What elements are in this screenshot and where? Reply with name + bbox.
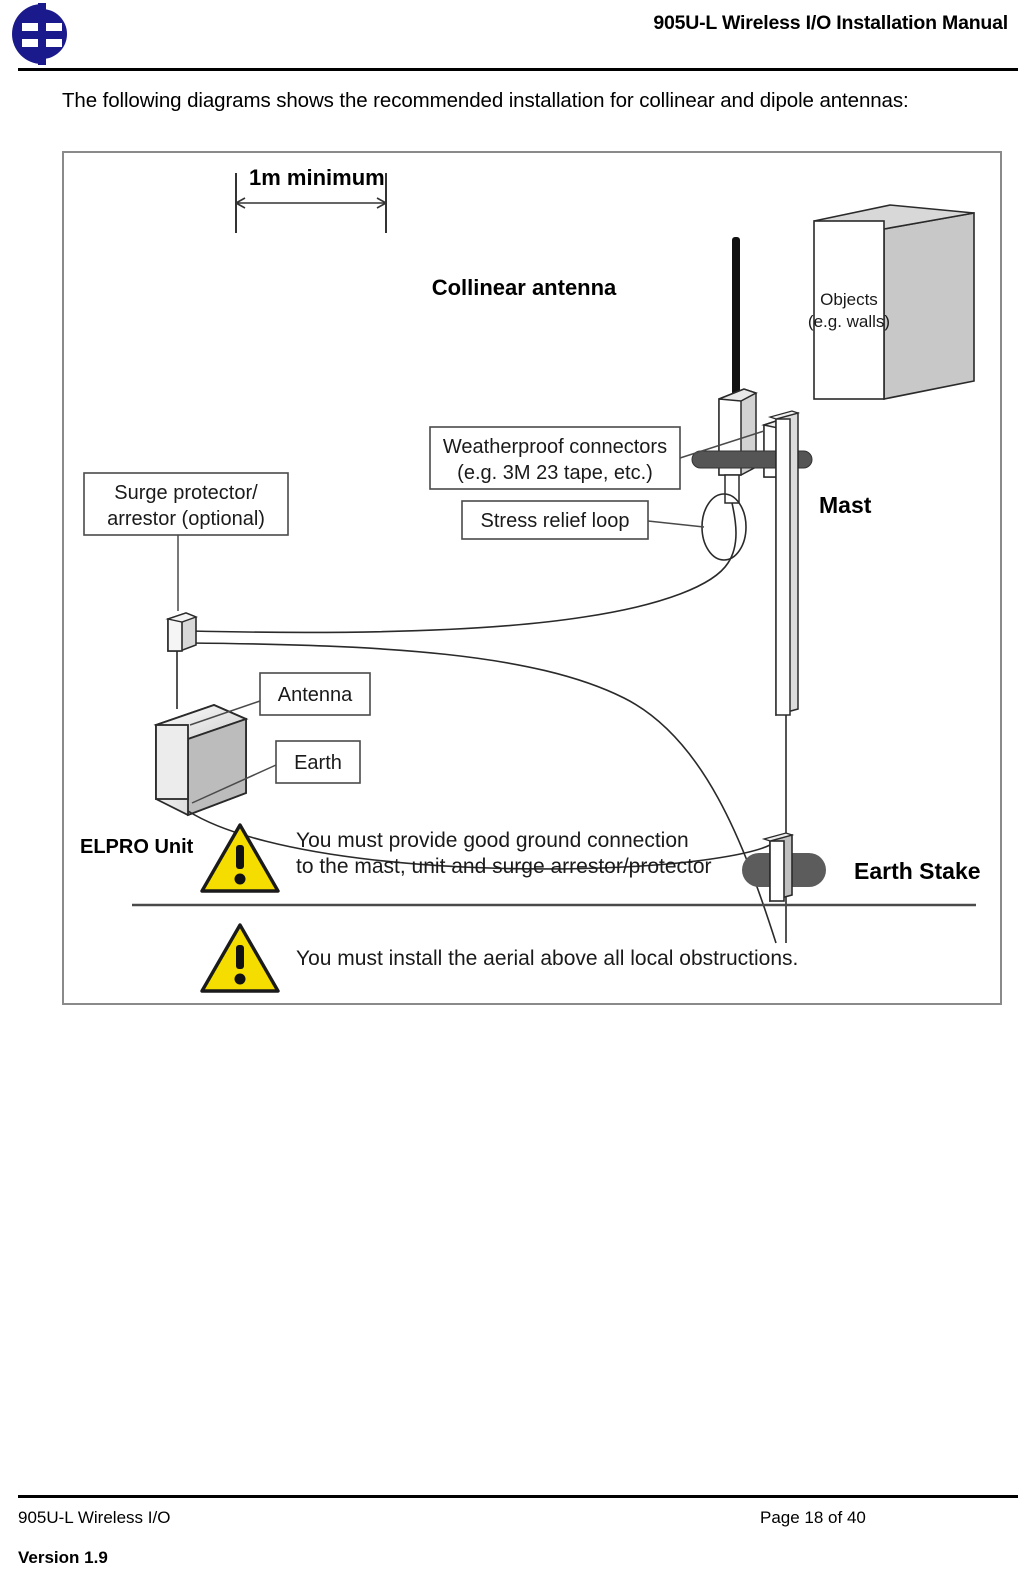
- elpro-logo: [8, 3, 76, 65]
- antenna-label-text: Antenna: [278, 684, 353, 706]
- mast-pole: [767, 410, 801, 716]
- warning-ground-connection: You must provide good ground connection …: [200, 823, 712, 893]
- warning1-line1: You must provide good ground connection: [296, 829, 689, 852]
- surge-line1: Surge protector/: [114, 482, 258, 504]
- elpro-unit-label: ELPRO Unit: [80, 836, 194, 858]
- page-header: 905U-L Wireless I/O Installation Manual: [0, 0, 1036, 72]
- warning1-line2: to the mast, unit and surge arrestor/pro…: [296, 855, 712, 878]
- earth-label-text: Earth: [294, 752, 342, 774]
- collinear-antenna-graphic: [732, 237, 740, 397]
- dimension-1m-minimum: 1m minimum: [235, 165, 387, 233]
- objects-walls-box: Objects (e.g. walls): [808, 204, 975, 400]
- antenna-label: Antenna: [189, 672, 371, 726]
- footer-divider: [18, 1495, 1018, 1498]
- stress-relief-loop-graphic: [701, 493, 747, 561]
- stress-relief-text: Stress relief loop: [481, 510, 630, 532]
- elpro-unit-graphic: [153, 704, 249, 817]
- intro-paragraph: The following diagrams shows the recomme…: [62, 89, 909, 112]
- footer-page-number: Page 18 of 40: [760, 1508, 866, 1527]
- dimension-label: 1m minimum: [249, 165, 385, 190]
- coax-cable-surge-to-unit: [189, 642, 777, 944]
- footer-document-name: 905U-L Wireless I/O: [18, 1508, 171, 1527]
- warning2-line1: You must install the aerial above all lo…: [296, 947, 798, 970]
- mast-label: Mast: [819, 492, 872, 518]
- page-title: 905U-L Wireless I/O Installation Manual: [653, 12, 1008, 34]
- surge-arrestor-block: [165, 612, 198, 652]
- coax-cable-antenna-to-surge: [189, 502, 737, 634]
- stress-relief-loop-label: Stress relief loop: [461, 500, 705, 540]
- warning-triangle-icon: [200, 823, 280, 893]
- surge-protector-label: Surge protector/ arrestor (optional): [83, 472, 289, 611]
- weatherproof-line1: Weatherproof connectors: [443, 436, 667, 458]
- warning-aerial-obstructions: You must install the aerial above all lo…: [200, 923, 798, 993]
- earth-stake-label: Earth Stake: [854, 858, 981, 884]
- footer-version: Version 1.9: [18, 1548, 108, 1567]
- header-divider: [18, 68, 1018, 71]
- weatherproof-line2: (e.g. 3M 23 tape, etc.): [457, 462, 653, 484]
- weatherproof-connectors-label: Weatherproof connectors (e.g. 3M 23 tape…: [429, 426, 765, 490]
- objects-label-line1: Objects: [820, 290, 878, 309]
- objects-label-line2: (e.g. walls): [808, 312, 890, 331]
- warning-triangle-icon: [200, 923, 280, 993]
- antenna-installation-diagram: 1m minimum Objects (e.g. walls) Collinea…: [62, 151, 1002, 1005]
- surge-line2: arrestor (optional): [107, 508, 265, 530]
- antenna-base-block: [718, 388, 758, 504]
- unit-earth-wire: [187, 810, 771, 870]
- earth-stake-graphic: [742, 832, 826, 903]
- collinear-antenna-label: Collinear antenna: [432, 275, 617, 300]
- earth-label: Earth: [191, 740, 361, 804]
